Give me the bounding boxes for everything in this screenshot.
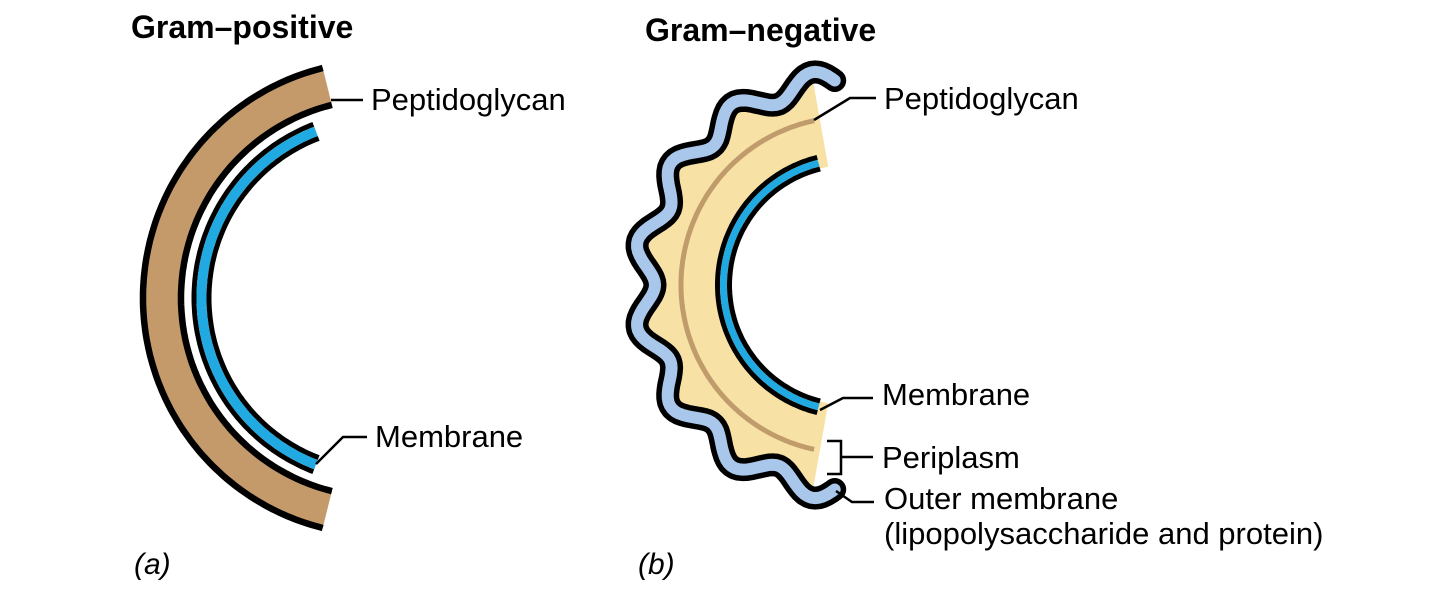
gp-membrane-label: Membrane [375,419,524,454]
gn-outer-membrane-label: Outer membrane (lipopolysaccharide and p… [884,481,1323,551]
gn-membrane-label: Membrane [882,377,1031,412]
gn-peptidoglycan-label: Peptidoglycan [884,81,1079,116]
gp-wall-inner-edge [177,101,333,495]
gp-cytoplasmic-membrane-band [196,126,318,470]
gn-periplasm-label: Periplasm [882,440,1020,475]
gn-outer-membrane-leader-line [835,489,874,504]
gn-membrane-leader-line [819,396,873,412]
gp-wall-outer-edge [139,64,324,532]
gn-outer-membrane-label-line2: (lipopolysaccharide and protein) [884,516,1324,551]
gn-outer-membrane-wavy-band [631,65,841,505]
gp-membrane-inner-edge [206,136,320,460]
gn-membrane-inner-edge [727,166,821,404]
gram-positive-panel [139,64,367,532]
gn-peptidoglycan-thin-layer [678,118,815,452]
gp-peptidoglycan-label: Peptidoglycan [371,82,566,117]
caption-a: (a) [134,548,171,581]
gp-membrane-outer-edge [191,122,315,474]
gn-outer-membrane-label-line1: Outer membrane [884,481,1119,516]
gn-membrane-outer-edge [715,154,818,416]
gp-membrane-leader-line [315,435,367,465]
gp-peptidoglycan-wall-band [143,68,332,528]
gram-positive-title: Gram–positive [131,9,354,45]
gram-negative-title: Gram–negative [645,12,877,48]
gn-peptidoglycan-leader-line [813,96,876,122]
gn-cytoplasmic-membrane-band [720,159,820,411]
caption-b: (b) [638,548,675,581]
gn-periplasm-bracket [827,439,843,476]
gram-negative-panel [625,60,876,510]
